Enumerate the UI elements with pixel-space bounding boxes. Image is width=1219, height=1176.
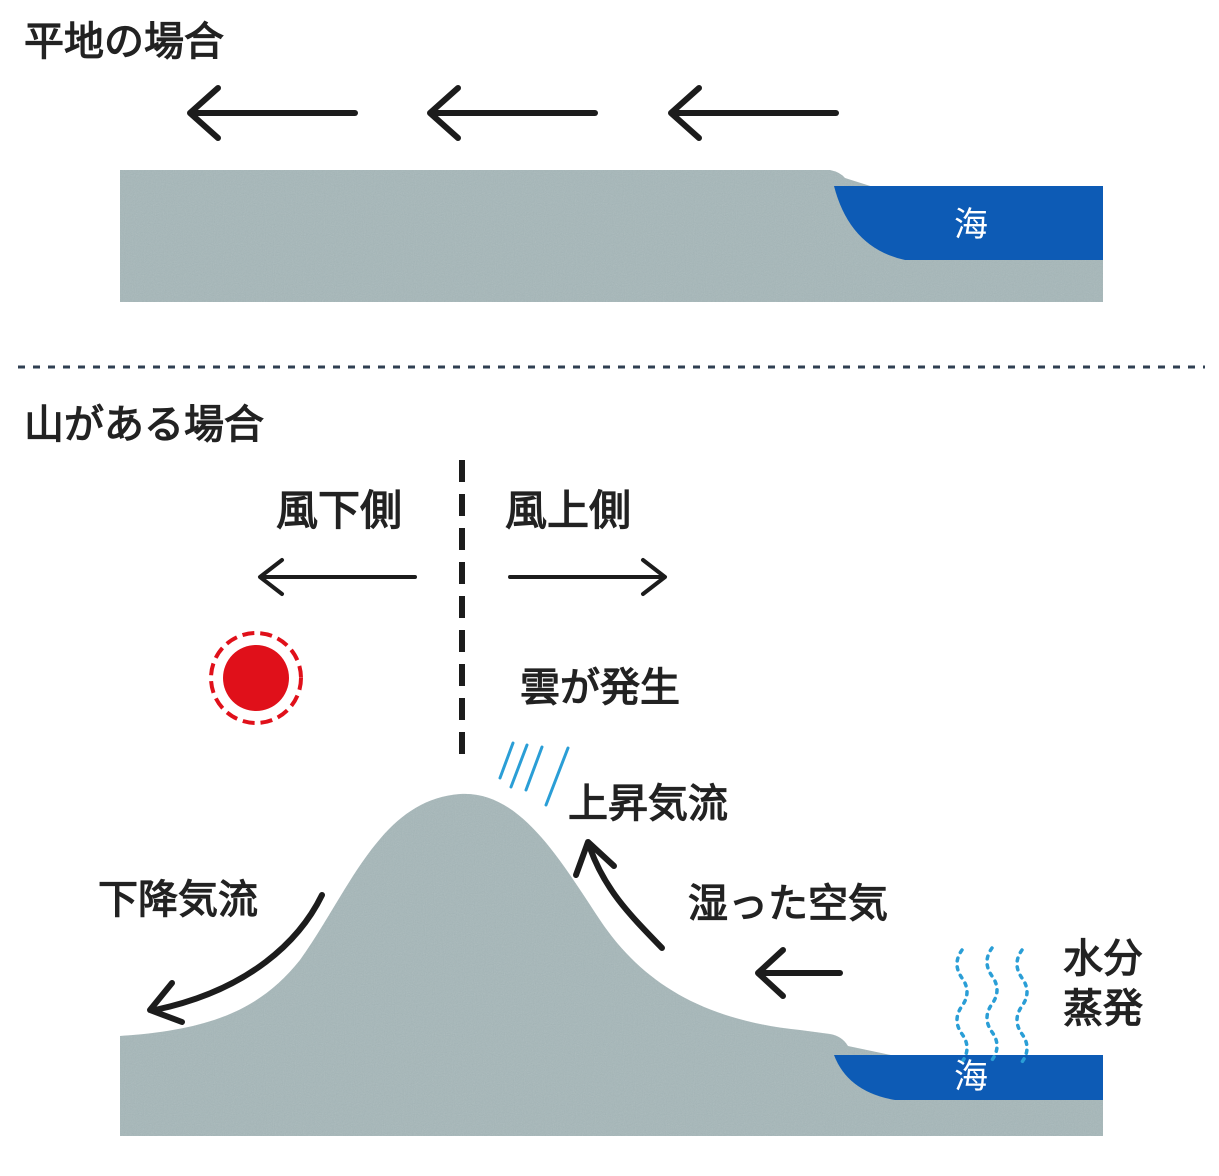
evaporation-label: 水分 蒸発 bbox=[1063, 934, 1143, 1034]
downdraft-label: 下降気流 bbox=[98, 877, 258, 923]
humid-air-arrow-icon bbox=[755, 947, 843, 999]
mountain-land bbox=[120, 793, 1103, 1136]
evaporation-label-line2: 蒸発 bbox=[1063, 986, 1143, 1032]
wind-arrow-icon bbox=[427, 85, 598, 141]
updraft-label: 上昇気流 bbox=[568, 781, 728, 827]
flat-sea bbox=[834, 186, 1103, 260]
flat-wind-arrows bbox=[187, 85, 839, 141]
windward-arrow-icon bbox=[508, 558, 667, 596]
wind-arrow-icon bbox=[668, 85, 839, 141]
mountain-sea-label: 海 bbox=[954, 1057, 988, 1097]
downdraft-arrow-icon bbox=[147, 892, 325, 1025]
wind-arrow-icon bbox=[187, 85, 358, 141]
windward-label: 風上側 bbox=[505, 486, 632, 535]
updraft-arrow-icon bbox=[573, 839, 665, 951]
leeward-label: 風下側 bbox=[276, 486, 403, 535]
evaporation-label-line1: 水分 bbox=[1063, 936, 1143, 982]
flat-sea-label: 海 bbox=[954, 205, 988, 245]
leeward-arrow-icon bbox=[258, 558, 417, 596]
rain-streaks-icon bbox=[498, 741, 570, 807]
humid-air-label: 湿った空気 bbox=[688, 881, 888, 927]
sun-icon bbox=[209, 631, 303, 725]
cloud-label: 雲が発生 bbox=[520, 665, 680, 711]
flat-section-title: 平地の場合 bbox=[24, 19, 224, 65]
mountain-sea bbox=[834, 1055, 1103, 1100]
vapor-waves-icon bbox=[955, 946, 1029, 1064]
mountain-section-title: 山がある場合 bbox=[24, 402, 264, 448]
